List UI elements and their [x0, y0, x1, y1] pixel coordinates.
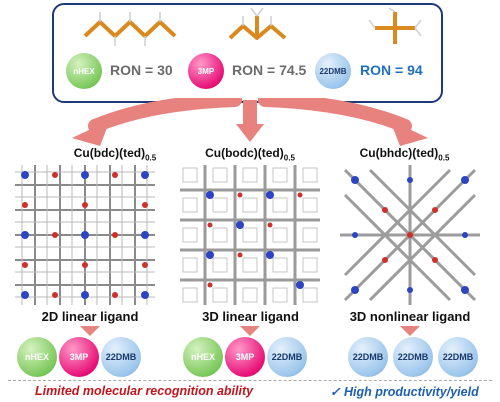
3mp-ron-label: RON = 74.5: [232, 62, 307, 78]
caption-limited: Limited molecular recognition ability: [35, 384, 254, 398]
arrows: [72, 98, 428, 146]
arrow-left-head: [72, 120, 110, 146]
22dmb-ron-label: RON = 94: [360, 62, 423, 78]
mof-title-3: Cu(bhdc)(ted)0.5: [359, 146, 450, 163]
arrow-right: [258, 98, 412, 133]
check-icon: ✓: [330, 385, 341, 399]
mof-title-2: Cu(bodc)(ted)0.5: [205, 146, 295, 163]
framework-structure-3: [340, 165, 480, 305]
3mp-ball: 3MP: [188, 53, 224, 89]
nhex-molecule-icon: [83, 12, 177, 46]
framework-structure-2: [180, 165, 320, 305]
adsorbed-22dmb-3a: 22DMB: [348, 337, 388, 377]
adsorbed-22dmb-2: 22DMB: [267, 337, 307, 377]
adsorbed-nhex-2: nHEX: [183, 337, 223, 377]
ligand-label-3: 3D nonlinear ligand: [349, 309, 471, 324]
adsorbed-22dmb-1: 22DMB: [101, 337, 141, 377]
down-arrows: [80, 326, 420, 336]
framework-structure-1: [15, 165, 155, 305]
22dmb-molecule-icon: [368, 7, 422, 44]
arrow-right-head: [390, 120, 428, 146]
adsorbed-3mp-2: 3MP: [225, 337, 265, 377]
arrow-middle: [243, 100, 257, 126]
adsorbed-22dmb-3b: 22DMB: [393, 337, 433, 377]
ligand-label-2: 3D linear ligand: [202, 309, 299, 324]
22dmb-ball: 22DMB: [315, 53, 351, 89]
mof-title-1: Cu(bdc)(ted)0.5: [73, 146, 157, 163]
arrow-middle-head: [236, 124, 264, 142]
caption-high-text: High productivity/yield: [343, 385, 479, 399]
adsorbed-22dmb-3c: 22DMB: [438, 337, 478, 377]
nhex-ron-label: RON = 30: [110, 62, 173, 78]
3mp-molecule-icon: [228, 7, 287, 40]
caption-high: ✓ High productivity/yield: [330, 384, 479, 399]
divider: [8, 380, 492, 381]
ligand-label-1: 2D linear ligand: [41, 309, 139, 324]
adsorbed-3mp-1: 3MP: [59, 337, 99, 377]
arrow-left: [88, 98, 242, 133]
adsorbed-nhex-1: nHEX: [17, 337, 57, 377]
nhex-ball: nHEX: [66, 53, 102, 89]
